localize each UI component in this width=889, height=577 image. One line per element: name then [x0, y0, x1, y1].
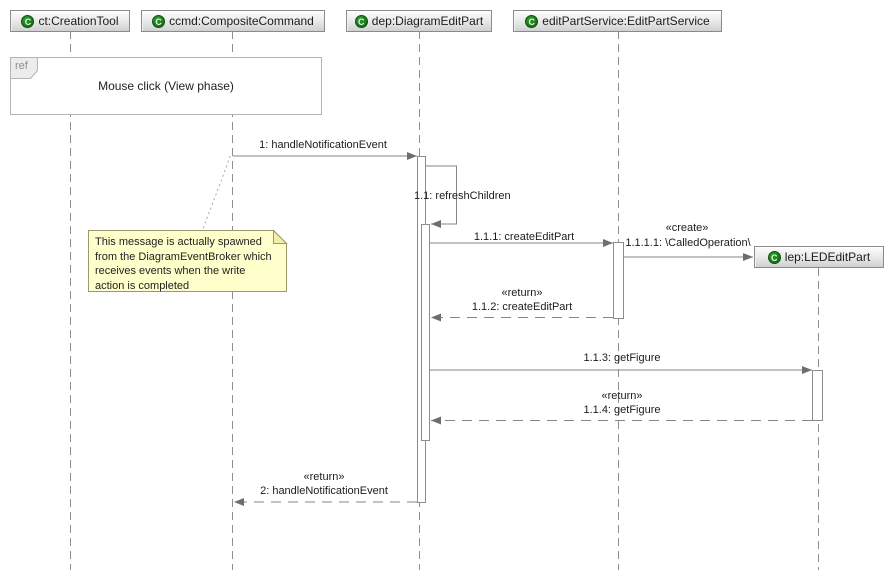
- note-shape[interactable]: [88, 229, 288, 292]
- lifeline-head-editpartservice[interactable]: C editPartService:EditPartService: [513, 10, 722, 32]
- lifeline-label-ct: ct:CreationTool: [38, 14, 119, 28]
- lifeline-head-dep[interactable]: C dep:DiagramEditPart: [346, 10, 492, 32]
- message-1-1-2-label[interactable]: 1.1.2: createEditPart: [471, 301, 573, 313]
- message-1-label[interactable]: 1: handleNotificationEvent: [259, 139, 387, 151]
- lifeline-head-ct[interactable]: C ct:CreationTool: [10, 10, 130, 32]
- message-1-1-label[interactable]: 1.1: refreshChildren: [414, 190, 511, 202]
- lifeline-label-ccmd: ccmd:CompositeCommand: [169, 14, 314, 28]
- note-connector: [202, 155, 231, 230]
- lifeline-label-editpartservice: editPartService:EditPartService: [542, 14, 710, 28]
- activation-lep[interactable]: [812, 370, 823, 421]
- fragment-operator: ref: [15, 60, 28, 72]
- message-1-1-4-stereotype[interactable]: «return»: [601, 390, 643, 402]
- message-2-label[interactable]: 2: handleNotificationEvent: [260, 485, 388, 497]
- message-1-1-1-1-stereotype[interactable]: «create»: [665, 222, 709, 234]
- note-text[interactable]: This message is actually spawned from th…: [95, 236, 272, 292]
- message-2-stereotype[interactable]: «return»: [303, 471, 345, 483]
- ref-fragment-pentagon: [10, 57, 38, 79]
- class-icon: C: [21, 14, 35, 28]
- lifeline-head-ccmd[interactable]: C ccmd:CompositeCommand: [141, 10, 325, 32]
- message-1-1-1-1-label[interactable]: 1.1.1.1: \CalledOperation\: [625, 237, 751, 249]
- activation-editpartservice[interactable]: [613, 242, 624, 319]
- lifeline-label-lep: lep:LEDEditPart: [784, 250, 871, 264]
- class-icon: C: [525, 14, 539, 28]
- fragment-label[interactable]: Mouse click (View phase): [98, 79, 234, 93]
- class-icon: C: [767, 250, 781, 264]
- lifeline-head-lep[interactable]: C lep:LEDEditPart: [754, 246, 884, 268]
- message-1-1-3-label[interactable]: 1.1.3: getFigure: [583, 352, 661, 364]
- lifeline-label-dep: dep:DiagramEditPart: [371, 14, 484, 28]
- activation-dep-nested[interactable]: [421, 224, 430, 441]
- message-1-1-4-label[interactable]: 1.1.4: getFigure: [583, 404, 661, 416]
- message-1-1-selfcall-line[interactable]: [425, 165, 457, 228]
- class-icon: C: [354, 14, 368, 28]
- ref-fragment-box[interactable]: [10, 57, 322, 115]
- class-icon: C: [152, 14, 166, 28]
- message-1-1-2-stereotype[interactable]: «return»: [501, 287, 543, 299]
- message-1-1-1-label[interactable]: 1.1.1: createEditPart: [473, 231, 575, 243]
